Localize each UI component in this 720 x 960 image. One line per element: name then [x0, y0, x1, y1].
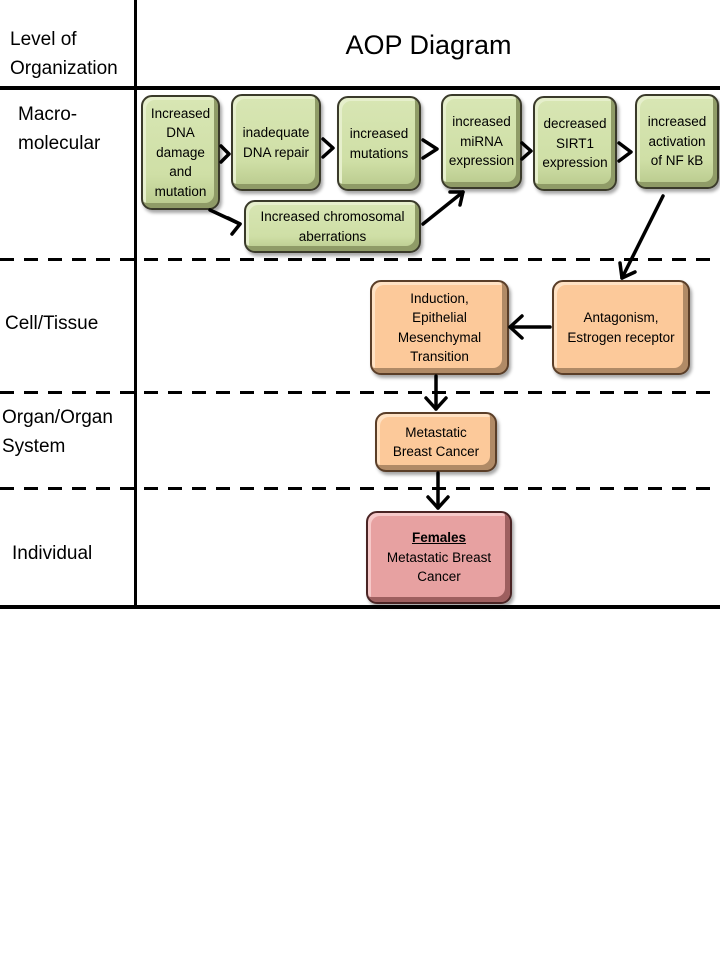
node-text: Increased chromosomal [260, 209, 405, 224]
node-individual-females[interactable]: Females Metastatic Breast Cancer [366, 511, 512, 604]
node-dna-damage[interactable]: Increased DNA damage and mutation [141, 95, 220, 210]
level-cell-tissue: Cell/Tissue [5, 309, 139, 338]
node-text: activation [648, 133, 706, 149]
level-label-line: Cell/Tissue [5, 313, 99, 334]
node-dna-repair[interactable]: inadequate DNA repair [231, 94, 321, 191]
node-text: Breast Cancer [392, 444, 480, 459]
node-text: Cancer [417, 569, 461, 585]
header-line-1: Level of [10, 29, 77, 50]
header-line-2: Organization [10, 58, 118, 79]
node-emt-induction[interactable]: Induction, Epithelial Mesenchymal Transi… [370, 280, 509, 375]
arrow-sirt1-to-nfkb [617, 141, 633, 163]
node-text: of NF kB [650, 153, 704, 169]
node-mutations[interactable]: increased mutations [337, 96, 421, 191]
node-text: aberrations [298, 228, 367, 244]
node-heading: Females [411, 530, 467, 546]
node-organ-metastatic-breast-cancer[interactable]: Metastatic Breast Cancer [375, 412, 497, 472]
node-text: Increased [150, 105, 211, 121]
level-label-line: Macro- [18, 104, 78, 125]
level-organ-system: Organ/Organ System [2, 403, 136, 461]
node-text: mutation [154, 183, 207, 199]
node-text: DNA [166, 125, 195, 141]
node-text: Induction, [410, 290, 469, 306]
node-text: Epithelial [412, 310, 467, 325]
node-nfkb-activation[interactable]: increased activation of NF kB [635, 94, 719, 189]
node-text: inadequate [242, 125, 310, 140]
level-divider-2 [0, 391, 720, 394]
node-text: and [169, 164, 192, 180]
arrow-estrogen-to-emt [508, 314, 552, 340]
node-text: Metastatic [405, 424, 467, 440]
node-text: expression [542, 155, 608, 171]
arrow-chromosomal-to-mirna [421, 190, 465, 226]
node-text: mutations [349, 145, 409, 161]
arrow-nfkb-to-estrogen [618, 194, 665, 280]
level-label-line: System [2, 436, 66, 457]
node-text: Mesenchymal [397, 329, 482, 345]
level-divider-1 [0, 258, 720, 261]
node-sirt1-expression[interactable]: decreased SIRT1 expression [533, 96, 617, 191]
node-text: SIRT1 [555, 135, 594, 151]
level-label-line: molecular [18, 133, 101, 154]
node-text: Transition [410, 349, 469, 364]
level-label-line: Individual [12, 543, 93, 564]
node-text: increased [647, 114, 707, 130]
header-divider [0, 86, 720, 90]
node-mirna-expression[interactable]: increased miRNA expression [441, 94, 522, 189]
level-macromolecular: Macro- molecular [18, 100, 152, 158]
level-individual: Individual [12, 539, 146, 568]
node-text: DNA repair [242, 144, 309, 160]
node-chromosomal-aberrations[interactable]: Increased chromosomal aberrations [244, 200, 421, 253]
arrow-repair-to-mutations [321, 137, 335, 159]
node-text: Antagonism, [583, 310, 659, 325]
node-text: Metastatic Breast [386, 549, 492, 565]
arrow-organ-to-individual [426, 471, 450, 510]
arrow-mirna-to-sirt1 [520, 141, 533, 161]
level-label-line: Organ/Organ [2, 407, 113, 428]
node-text: expression [448, 153, 515, 169]
arrow-damage-to-repair [219, 144, 231, 164]
diagram-title: AOP Diagram [345, 30, 512, 60]
node-text: increased [349, 126, 409, 141]
level-divider-3 [0, 487, 720, 490]
level-of-organization-header: Level of Organization [10, 25, 144, 83]
node-text: damage [156, 144, 205, 160]
arrow-mutations-to-mirna [421, 138, 439, 160]
node-text: decreased [543, 116, 607, 132]
node-text: increased [452, 114, 511, 130]
arrow-damage-to-chromosomal [208, 208, 242, 236]
table-bottom-border [0, 605, 720, 609]
node-text: miRNA [460, 133, 503, 149]
node-estrogen-receptor-antagonism[interactable]: Antagonism, Estrogen receptor [552, 280, 690, 375]
column-divider [134, 0, 137, 608]
node-text: Estrogen receptor [567, 329, 675, 345]
